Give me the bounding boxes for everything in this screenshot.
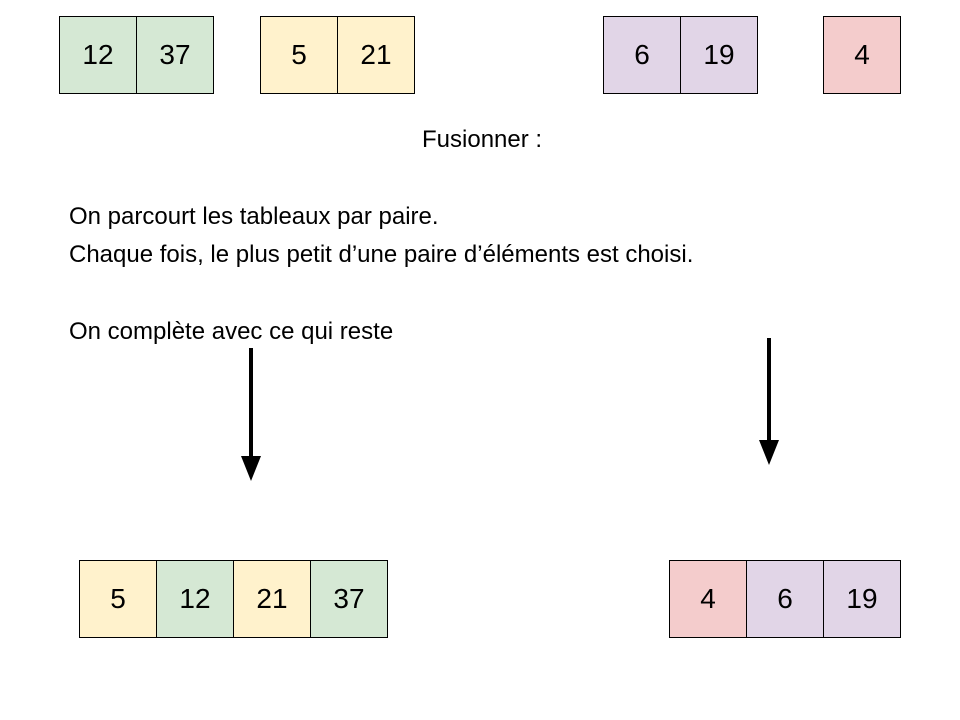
array-cell: 4	[823, 16, 901, 94]
array-cell: 19	[680, 16, 758, 94]
array-cell: 5	[260, 16, 338, 94]
array-cell: 6	[746, 560, 824, 638]
explanation-line-3: On complète avec ce qui reste	[69, 318, 394, 345]
array-cell: 21	[233, 560, 311, 638]
explanation-line-1: On parcourt les tableaux par paire.	[69, 203, 439, 230]
array-cell: 5	[79, 560, 157, 638]
top-array-2: 5 21	[260, 16, 415, 94]
down-arrow-left	[241, 348, 261, 481]
down-arrow-right	[759, 338, 779, 465]
array-cell: 12	[156, 560, 234, 638]
array-cell: 37	[310, 560, 388, 638]
top-array-1: 12 37	[59, 16, 214, 94]
array-cell: 4	[669, 560, 747, 638]
explanation-line-2: Chaque fois, le plus petit d’une paire d…	[69, 241, 694, 268]
merge-title: Fusionner :	[422, 126, 543, 153]
array-cell: 6	[603, 16, 681, 94]
array-cell: 37	[136, 16, 214, 94]
array-cell: 21	[337, 16, 415, 94]
top-array-4: 4	[823, 16, 901, 94]
array-cell: 19	[823, 560, 901, 638]
merged-array-2: 4 6 19	[669, 560, 901, 638]
array-cell: 12	[59, 16, 137, 94]
merged-array-1: 5 12 21 37	[79, 560, 388, 638]
top-array-3: 6 19	[603, 16, 758, 94]
